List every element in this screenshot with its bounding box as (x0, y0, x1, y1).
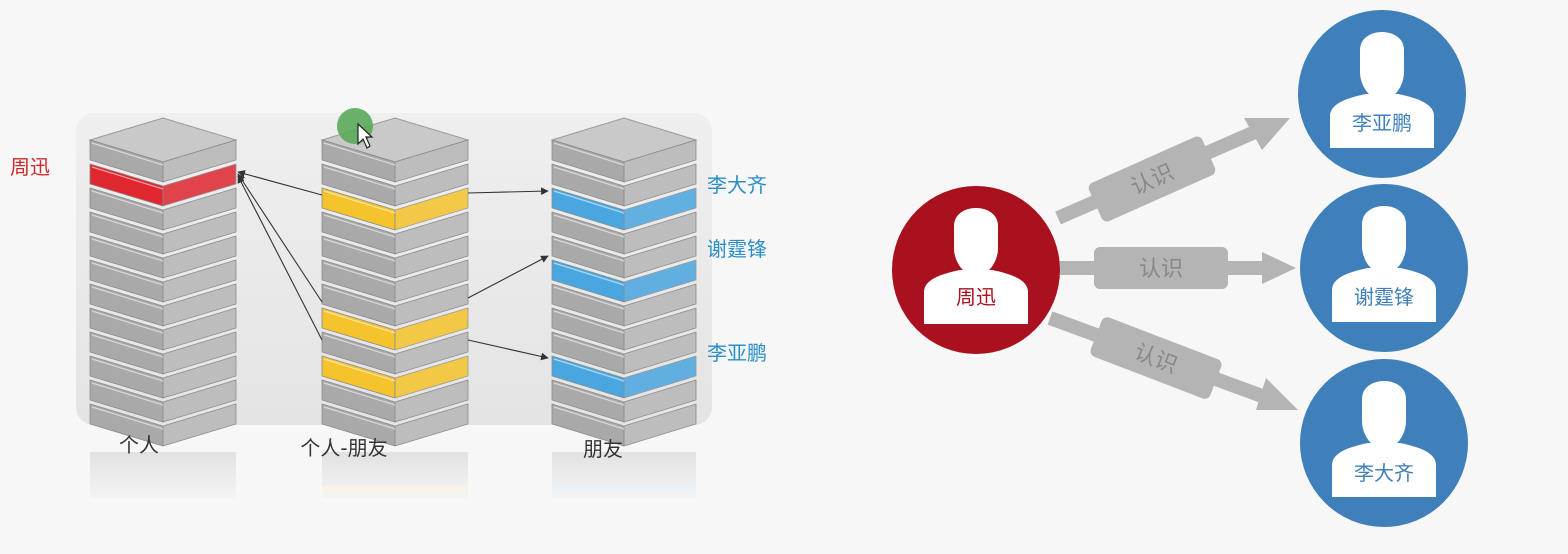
table-stack-person (88, 117, 238, 447)
person-node-friend-2: 谢霆锋 (1300, 184, 1468, 352)
link-relation1-person (237, 170, 323, 196)
table-row (321, 331, 469, 375)
person-node-center-name: 周迅 (956, 285, 996, 309)
table-row (551, 379, 697, 423)
link-relation2-person (237, 173, 323, 303)
person-node-friend-2-name: 谢霆锋 (1354, 285, 1414, 309)
table-row (89, 187, 237, 231)
table-row (321, 235, 469, 279)
table-row (551, 307, 697, 351)
table-row (89, 379, 237, 423)
table-row (89, 259, 237, 303)
person-label: 周迅 (10, 155, 50, 179)
relation-label-2: 认识 (1139, 257, 1183, 282)
table-row (321, 283, 469, 327)
table-row (89, 211, 237, 255)
table-row (89, 307, 237, 351)
person-node-center: 周迅 (892, 186, 1060, 354)
link-relation3-friend (467, 339, 549, 361)
caption-relation: 个人-朋友 (300, 436, 387, 460)
social-graph: 认识 认识 认识 周迅 (892, 10, 1468, 527)
table-row (321, 403, 469, 447)
table-row-highlight (89, 163, 237, 207)
friend-label-3: 李亚鹏 (707, 341, 767, 365)
link-relation3-person (237, 175, 323, 341)
table-row (551, 163, 697, 207)
person-node-friend-1-name: 李亚鹏 (1352, 111, 1412, 135)
arrow-to-friend-1: 认识 (1055, 118, 1290, 225)
user-silhouette-icon (1332, 381, 1436, 497)
table-row-highlight (321, 307, 469, 351)
table-row-highlight (551, 259, 697, 303)
table-row (89, 139, 237, 183)
relation-lines (237, 170, 549, 361)
caption-friend: 朋友 (583, 437, 623, 461)
person-node-friend-3: 李大齐 (1300, 359, 1468, 527)
link-relation2-friend (467, 255, 549, 299)
friend-label-2: 谢霆锋 (707, 237, 767, 261)
table-row (89, 403, 237, 447)
table-row (321, 211, 469, 255)
friend-label-1: 李大齐 (707, 173, 767, 197)
table-stack-friend (550, 117, 698, 447)
table-row-highlight (321, 355, 469, 399)
mouse-pointer-icon (337, 108, 374, 149)
table-row (321, 379, 469, 423)
table-reflections (80, 450, 710, 506)
table-row (89, 235, 237, 279)
arrow-to-friend-3: 认识 (1047, 311, 1298, 410)
table-row (321, 139, 469, 183)
table-row (321, 259, 469, 303)
person-node-friend-1: 李亚鹏 (1298, 10, 1466, 178)
user-silhouette-icon (1330, 32, 1434, 148)
table-row (551, 331, 697, 375)
table-diagram: 周迅 李大齐 谢霆锋 李亚鹏 个人 个人-朋友 朋友 (10, 108, 767, 506)
caption-person: 个人 (119, 433, 159, 457)
table-row (551, 235, 697, 279)
link-relation1-friend (467, 187, 549, 196)
table-row (551, 283, 697, 327)
table-row-highlight (551, 355, 697, 399)
table-row (321, 163, 469, 207)
table-row (89, 331, 237, 375)
arrow-to-friend-2: 认识 (1060, 247, 1296, 289)
table-row-highlight (321, 187, 469, 231)
table-row (551, 403, 697, 447)
table-row (551, 139, 697, 183)
person-node-friend-3-name: 李大齐 (1354, 461, 1414, 485)
table-row-highlight (551, 187, 697, 231)
user-silhouette-icon (1332, 206, 1436, 322)
table-row (89, 283, 237, 327)
user-silhouette-icon (924, 208, 1028, 324)
table-row (89, 355, 237, 399)
table-row (551, 211, 697, 255)
